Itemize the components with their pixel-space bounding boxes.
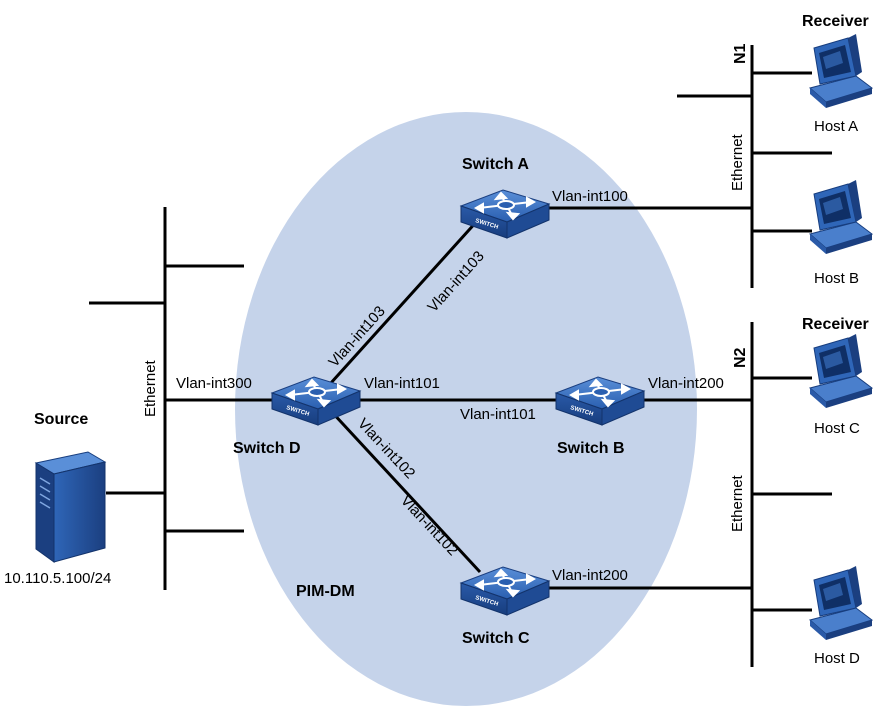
- receiver-n1-label: Receiver: [802, 13, 869, 30]
- ethernet-label-n1: Ethernet: [729, 133, 746, 191]
- pim-dm-label: PIM-DM: [296, 583, 355, 600]
- ethernet-label-n2: Ethernet: [729, 474, 746, 532]
- iface-b-d: Vlan-int101: [460, 406, 536, 423]
- host-c-icon[interactable]: [809, 333, 873, 409]
- host-c-label: Host C: [814, 420, 860, 437]
- iface-d-b: Vlan-int101: [364, 375, 440, 392]
- ethernet-segment-n2: [750, 322, 832, 667]
- switch-a-label: Switch A: [462, 156, 529, 173]
- host-a-label: Host A: [814, 118, 858, 135]
- source-label: Source: [34, 411, 88, 428]
- receiver-n2-label: Receiver: [802, 316, 869, 333]
- ethernet-segment-n1: [677, 45, 832, 288]
- host-b-label: Host B: [814, 270, 859, 287]
- host-d-icon[interactable]: [809, 565, 873, 641]
- source-ip-label: 10.110.5.100/24: [4, 570, 111, 587]
- ethernet-label-left: Ethernet: [142, 359, 159, 417]
- iface-a-n1: Vlan-int100: [552, 188, 628, 205]
- host-b-icon[interactable]: [809, 179, 873, 255]
- iface-d-source: Vlan-int300: [176, 375, 252, 392]
- switch-c-label: Switch C: [462, 630, 530, 647]
- switch-d-icon[interactable]: SWITCH: [271, 376, 361, 426]
- link-d-c: [328, 408, 482, 574]
- iface-b-n2: Vlan-int200: [648, 375, 724, 392]
- switch-b-label: Switch B: [557, 440, 625, 457]
- host-d-label: Host D: [814, 650, 860, 667]
- link-d-a: [328, 218, 480, 386]
- host-a-icon[interactable]: [809, 33, 873, 109]
- switch-b-icon[interactable]: SWITCH: [555, 376, 645, 426]
- network-n1-label: N1: [732, 43, 749, 64]
- switch-c-icon[interactable]: SWITCH: [460, 566, 550, 616]
- source-server-icon: [34, 451, 107, 563]
- switch-d-label: Switch D: [233, 440, 301, 457]
- network-n2-label: N2: [732, 347, 749, 368]
- switch-a-icon[interactable]: SWITCH: [460, 189, 550, 239]
- iface-c-n2: Vlan-int200: [552, 567, 628, 584]
- pim-dm-region: [235, 112, 697, 706]
